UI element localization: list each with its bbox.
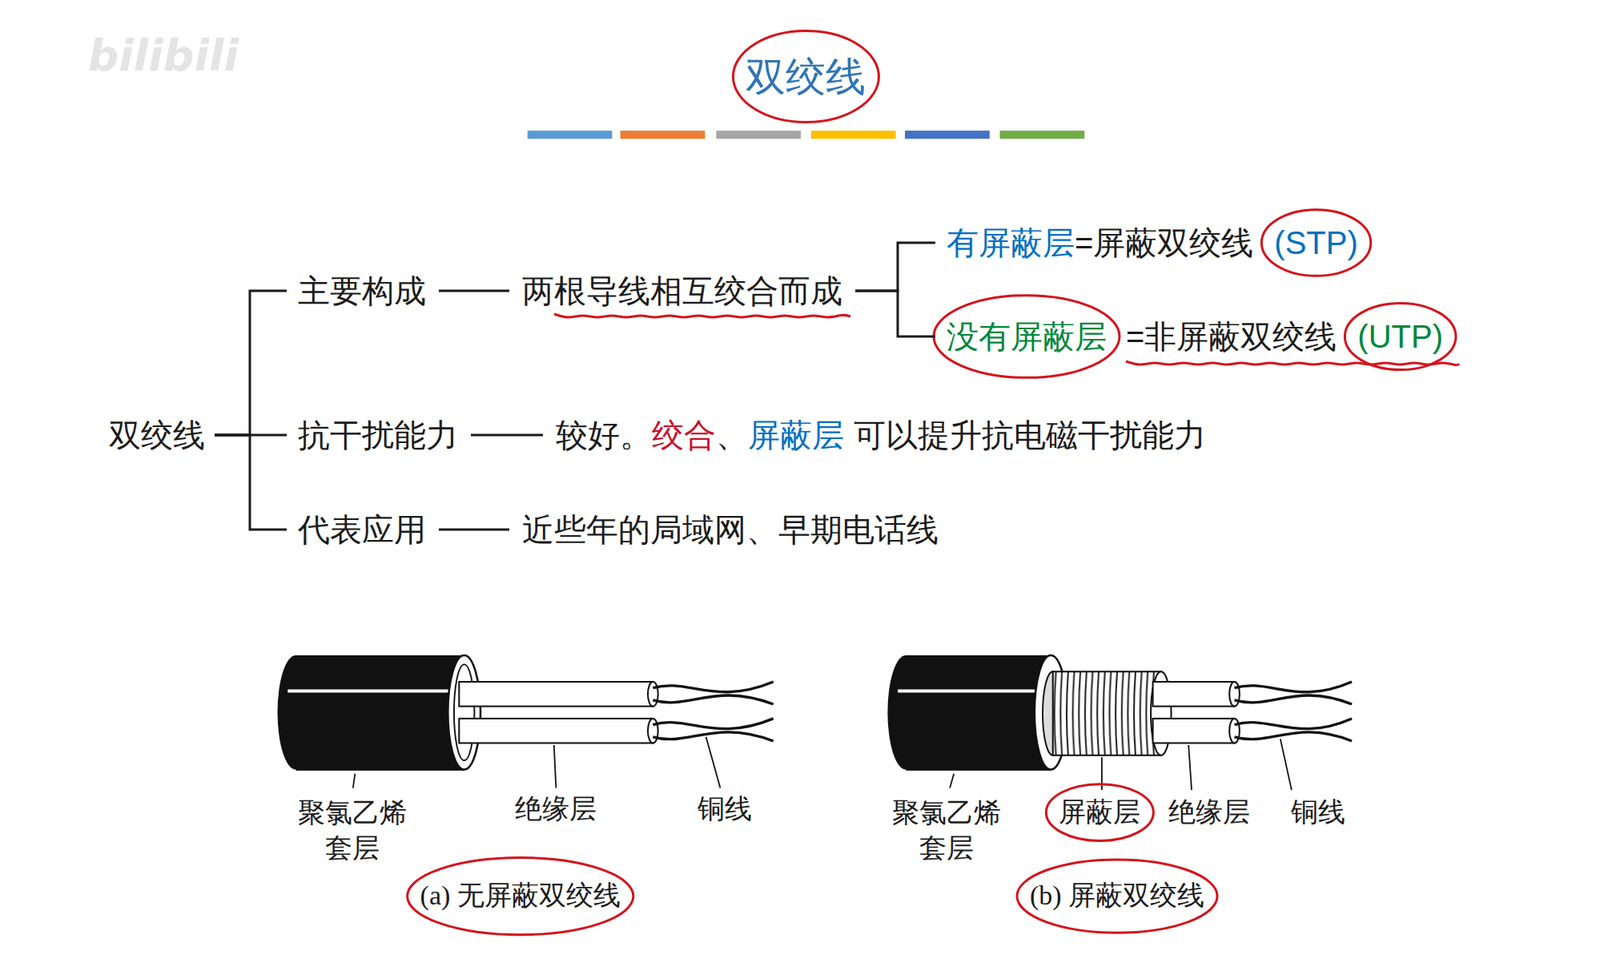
insulation-end [1229,718,1240,744]
part-label: 屏蔽层 [1058,795,1141,829]
part-label: 聚氯乙烯 套层 [293,795,411,866]
leader-line [1280,738,1292,790]
jacket-face [447,655,481,770]
leaf-topic: 两根导线相互绞合而成 [522,271,843,310]
connector-line [438,289,510,293]
topic-text: 屏蔽层 [747,415,845,455]
part-label: 铜线 [697,792,752,826]
topic-text: =非屏蔽双绞线 [1125,317,1337,356]
annotation-circle [1017,859,1218,933]
watermark: bilibili [88,30,239,83]
branch-topic: 主要构成 [297,271,427,310]
annotation-circle [933,295,1120,378]
annotation-circle [732,31,879,123]
connector-line [855,242,936,291]
topic-text: 双绞线 [108,415,206,455]
topic-text: 两根导线相互绞合而成 [522,271,843,310]
annotation-circle [407,856,634,934]
topic-text: 较好。 [555,415,652,455]
leaf-topic: 没有屏蔽层 =非屏蔽双绞线 (UTP) [946,317,1444,356]
part-label: 绝缘层 [514,792,597,826]
pvc-jacket [905,655,1051,771]
leader-line [706,736,721,788]
annotation-circle [1045,783,1154,841]
copper-wire [652,681,773,704]
part-label: 聚氯乙烯 套层 [888,795,1006,866]
figure-group [277,130,1353,790]
color-bar [715,130,801,139]
topic-text: 绞合 [651,415,716,455]
topic-text: 可以提升抗电磁干扰能力 [853,415,1207,455]
color-bar [620,130,706,139]
annotation-circle [1261,209,1371,277]
topic-text: 近些年的局域网、早期电话线 [522,510,939,549]
insulation-end [647,718,659,744]
topic-text: 没有屏蔽层 [946,317,1107,356]
leader-line [554,744,557,788]
figure-caption: (a) 无屏蔽双绞线 [420,879,621,913]
insulation-end [1229,681,1240,707]
annotation-layer [407,31,1460,935]
shield-braid [1053,671,1162,755]
slide-title: 双绞线 [745,52,866,101]
annotation-circle [1344,302,1456,370]
topic-text: (UTP) [1357,317,1444,356]
color-bar [527,130,613,139]
topic-text: 主要构成 [297,271,427,310]
topic-text: 有屏蔽层 [946,223,1075,262]
topic-text: =屏蔽双绞线 [1074,223,1254,262]
color-bar [811,130,897,139]
jacket-inner [454,663,475,760]
insulation-end [647,681,659,707]
leader-line [1188,744,1192,790]
pvc-jacket [295,655,464,771]
annotation-underline [554,313,851,318]
jacket-highlight [897,689,1041,693]
connector-line [470,434,543,437]
topic-text: 、 [715,415,748,455]
leaf-topic: 较好。绞合、屏蔽层可以提升抗电磁干扰能力 [555,415,1207,455]
insulation [458,681,653,707]
insulation [458,718,653,744]
color-bar [1000,130,1086,139]
leaf-topic: 有屏蔽层=屏蔽双绞线 (STP) [946,223,1359,262]
stp-cable [887,655,1352,790]
connector-line [214,434,287,530]
connector-line [855,290,936,337]
leaf-topic: 近些年的局域网、早期电话线 [522,510,939,549]
utp-cable [277,655,774,788]
color-bars [527,130,1086,139]
copper-wire [652,718,773,741]
branch-topic: 代表应用 [297,510,427,549]
leader-line [949,773,954,788]
connector-line [438,528,510,531]
jacket-highlight [287,689,455,693]
connector-line [214,290,287,435]
root-topic: 双绞线 [108,415,206,455]
topic-text: 代表应用 [297,510,427,549]
insulation [1153,681,1235,707]
topic-text: (STP) [1274,223,1358,262]
part-label: 铜线 [1290,795,1346,829]
copper-wire [1234,718,1353,741]
annotation-underline [1125,361,1460,366]
figure-caption: (b) 屏蔽双绞线 [1029,879,1205,913]
leader-line [353,773,356,788]
copper-wire [1234,681,1353,704]
insulation [1153,718,1235,744]
branch-topic: 抗干扰能力 [297,415,459,455]
color-bar [904,130,990,139]
part-label: 绝缘层 [1168,795,1251,829]
topic-text: 抗干扰能力 [297,415,459,455]
